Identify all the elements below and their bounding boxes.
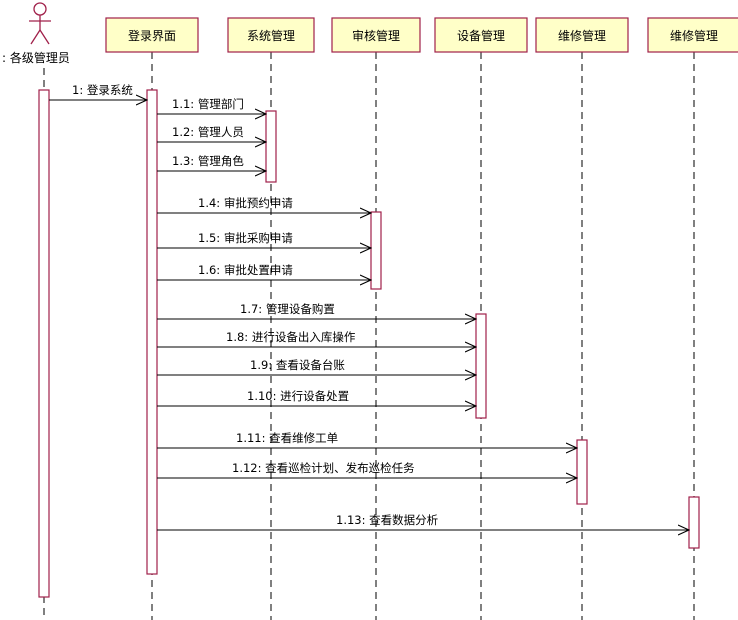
object-box-audit xyxy=(331,17,421,53)
object-label-login: 登录界面 xyxy=(128,28,176,43)
activation-maint1 xyxy=(576,439,588,505)
object-box-sys xyxy=(227,17,315,53)
activation-audit xyxy=(370,211,382,290)
activation-bars xyxy=(38,89,700,598)
activation-login xyxy=(146,89,158,575)
message-label-6: 1.5: 审批采购申请 xyxy=(198,231,293,245)
message-label-11: 1.10: 进行设备处置 xyxy=(247,389,349,403)
object-label-sys: 系统管理 xyxy=(247,28,295,43)
message-label-9: 1.8: 进行设备出入库操作 xyxy=(226,330,356,344)
message-label-4: 1.3: 管理角色 xyxy=(172,154,244,168)
messages: 1: 登录系统 1.1: 管理部门 1.2: 管理人员 1.3: 管理角色 1.4: 审… xyxy=(49,83,689,530)
message-label-7: 1.6: 审批处置申请 xyxy=(198,263,293,277)
message-label-10: 1.9: 查看设备台账 xyxy=(250,358,345,372)
object-label-maint1: 维修管理 xyxy=(558,28,606,43)
object-label-audit: 审核管理 xyxy=(352,28,400,43)
message-label-12: 1.11: 查看维修工单 xyxy=(236,431,338,445)
message-label-3: 1.2: 管理人员 xyxy=(172,125,244,139)
object-label-maint2: 维修管理 xyxy=(670,28,718,43)
actor-figure-icon xyxy=(29,2,51,45)
object-box-maint2 xyxy=(647,17,738,53)
object-label-device: 设备管理 xyxy=(457,28,505,43)
object-box-maint1 xyxy=(535,17,629,53)
message-label-2: 1.1: 管理部门 xyxy=(172,97,244,111)
lifelines xyxy=(43,52,695,620)
actor-label: : 各级管理员 xyxy=(2,50,70,65)
message-label-14: 1.13: 查看数据分析 xyxy=(336,513,438,527)
object-box-device xyxy=(434,17,528,53)
activation-sys xyxy=(265,110,277,183)
message-label-13: 1.12: 查看巡检计划、发布巡检任务 xyxy=(232,461,415,475)
activation-maint2 xyxy=(688,496,700,549)
message-label-1: 1: 登录系统 xyxy=(72,83,133,97)
object-boxes: 登录界面 系统管理 审核管理 设备管理 维修管理 维修管理 xyxy=(105,17,738,53)
activation-device xyxy=(475,313,487,419)
object-box-login xyxy=(105,17,199,53)
activation-actor xyxy=(38,89,50,598)
message-label-8: 1.7: 管理设备购置 xyxy=(240,302,335,316)
message-label-5: 1.4: 审批预约申请 xyxy=(198,196,293,210)
